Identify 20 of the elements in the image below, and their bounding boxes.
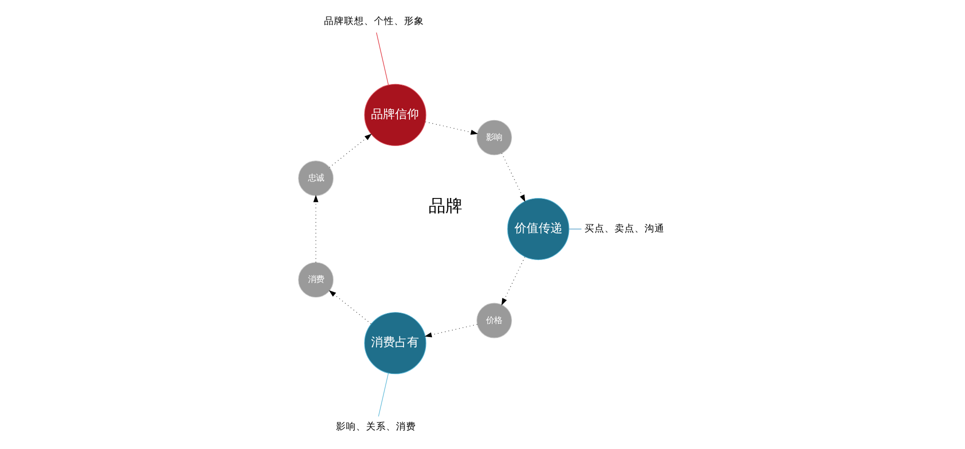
node-circle: 价格 (476, 302, 512, 338)
node-circle: 影响 (476, 120, 512, 156)
connector (378, 372, 388, 417)
connector (568, 228, 582, 230)
node-text: 买点、卖点、沟通 (584, 223, 664, 234)
node-circle: 价值传递 (506, 198, 569, 260)
node-circle: 忠诚 (298, 160, 334, 196)
arrow (328, 290, 371, 324)
arrow (500, 256, 525, 306)
node-text: 品牌联想、个性、形象 (323, 16, 424, 28)
node-circle: 消费 (298, 262, 334, 298)
connector (376, 32, 388, 86)
arrow (424, 324, 478, 338)
arrow (312, 194, 318, 263)
label: 品牌 (428, 196, 462, 216)
node-circle: 消费占有 (364, 312, 426, 374)
arrow (424, 122, 478, 135)
node-text: 影响、关系、消费 (336, 422, 416, 433)
arrow (501, 152, 525, 202)
arrow (328, 134, 372, 168)
